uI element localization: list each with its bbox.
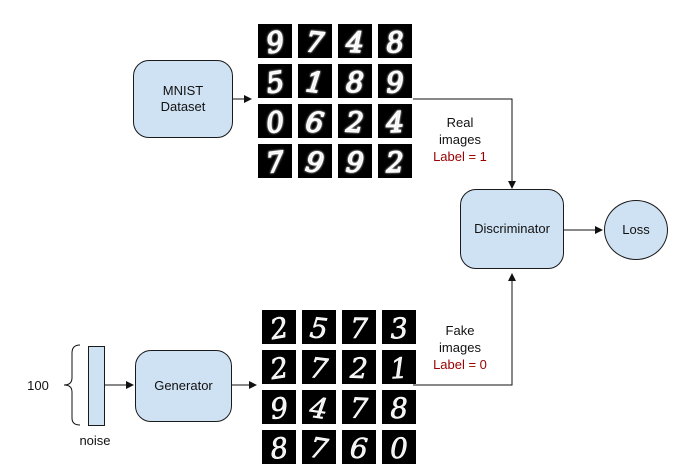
fake-digit-tile: 8 (262, 430, 296, 464)
fake-digit: 7 (350, 312, 369, 344)
fake-digit-tile: 7 (302, 350, 336, 384)
real-digit: 5 (264, 65, 287, 98)
fake-digit: 2 (267, 311, 291, 344)
fake-digit: 0 (390, 432, 408, 464)
real-digit-tile: 9 (378, 64, 412, 98)
fake-digit-tile: 2 (342, 350, 376, 384)
real-digit: 4 (385, 106, 405, 138)
fake-digit: 8 (390, 392, 409, 424)
real-digit: 9 (303, 145, 326, 178)
real-digit: 4 (345, 26, 364, 58)
loss-label: Loss (622, 222, 650, 237)
real-label-line2: images (439, 132, 481, 147)
fake-digit-tile: 7 (342, 390, 376, 424)
discriminator-label: Discriminator (474, 221, 550, 236)
real-digit: 9 (385, 66, 405, 98)
fake-digit-tile: 3 (382, 310, 416, 344)
fake-digit: 4 (307, 391, 330, 424)
real-digit-tile: 5 (258, 64, 292, 98)
fake-digit: 7 (307, 431, 330, 464)
real-digit-tile: 8 (378, 24, 412, 58)
generator-box: Generator (135, 350, 232, 422)
arrow-real-to-discriminator (413, 98, 516, 189)
real-digit: 7 (264, 145, 286, 178)
fake-digit: 3 (389, 311, 409, 344)
real-digit-tile: 4 (338, 24, 372, 58)
real-digit-tile: 9 (338, 144, 372, 178)
fake-digit-tile: 9 (262, 390, 296, 424)
noise-brace (63, 344, 81, 426)
real-digit: 0 (264, 105, 286, 138)
fake-digit: 2 (267, 351, 291, 384)
real-digit: 6 (304, 105, 326, 138)
real-digit: 8 (385, 25, 405, 58)
real-label-line1: Real (446, 115, 474, 130)
fake-digit: 5 (308, 311, 329, 344)
fake-label-line1: Fake (445, 323, 475, 338)
fake-digit: 9 (268, 391, 290, 424)
real-digit-tile: 2 (378, 144, 412, 178)
real-digit: 2 (344, 106, 365, 138)
fake-digit-tile: 5 (302, 310, 336, 344)
noise-vector-bar (88, 346, 105, 426)
real-images-label: Real images Label = 1 (420, 114, 500, 165)
fake-digit-tile: 2 (262, 310, 296, 344)
real-digit-tile: 9 (298, 144, 332, 178)
fake-digit-tile: 1 (382, 350, 416, 384)
mnist-dataset-box: MNIST Dataset (133, 60, 233, 138)
real-digit-tile: 8 (338, 64, 372, 98)
real-digit: 1 (304, 65, 326, 98)
loss-node: Loss (604, 200, 668, 260)
arrow-fake-to-discriminator (413, 273, 516, 386)
fake-label-line2: images (439, 340, 481, 355)
real-digit: 9 (264, 25, 287, 58)
fake-digit: 7 (349, 392, 369, 424)
real-digit-tile: 7 (298, 24, 332, 58)
real-digit: 8 (345, 66, 364, 98)
mnist-label-line2: Dataset (160, 99, 206, 114)
fake-digit: 2 (348, 352, 368, 384)
fake-label-value: Label = 0 (433, 357, 487, 372)
real-digit-tile: 7 (258, 144, 292, 178)
real-label-value: Label = 1 (433, 149, 487, 164)
real-digit-tile: 6 (298, 104, 332, 138)
fake-digit: 8 (268, 431, 290, 464)
real-digit: 9 (345, 145, 365, 178)
generator-label: Generator (154, 378, 213, 393)
real-digit-tile: 0 (258, 104, 292, 138)
fake-images-label: Fake images Label = 0 (420, 322, 500, 373)
real-digit-tile: 1 (298, 64, 332, 98)
real-digit-tile: 2 (338, 104, 372, 138)
fake-digit-tile: 7 (342, 310, 376, 344)
real-digit-tile: 4 (378, 104, 412, 138)
real-digit: 2 (385, 146, 404, 178)
fake-digit: 7 (308, 351, 330, 384)
fake-digit-tile: 2 (262, 350, 296, 384)
real-digit-tile: 9 (258, 24, 292, 58)
fake-digit-tile: 0 (382, 430, 416, 464)
fake-digit-tile: 7 (302, 430, 336, 464)
mnist-label-line1: MNIST (162, 83, 204, 98)
fake-digit-tile: 6 (342, 430, 376, 464)
noise-dimension-label: 100 (27, 378, 49, 393)
fake-digit: 6 (349, 431, 369, 464)
fake-digit-tile: 8 (382, 390, 416, 424)
fake-digit-tile: 4 (302, 390, 336, 424)
real-digit: 7 (304, 25, 325, 58)
discriminator-box: Discriminator (460, 189, 564, 269)
fake-digit: 1 (389, 352, 409, 384)
noise-label: noise (79, 433, 111, 448)
